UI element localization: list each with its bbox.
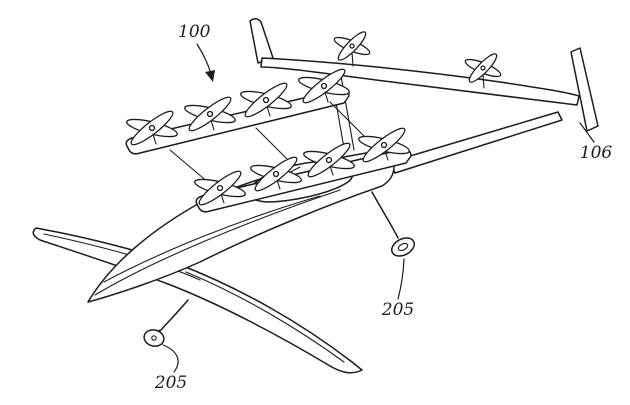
right-fin — [570, 47, 599, 132]
ref-label-100: 100 — [178, 22, 211, 42]
tail-boom — [389, 111, 563, 174]
rotor-masts — [219, 147, 389, 204]
rotor-masts — [151, 88, 329, 145]
left-winglet — [249, 18, 274, 64]
landing-gear — [143, 191, 415, 347]
reference-labels: 100 106 205 205 — [154, 22, 613, 393]
main-wing-rib — [185, 271, 345, 363]
ref-label-106: 106 — [580, 143, 613, 163]
cruise-prop-mast-right — [482, 73, 485, 89]
front-wheel-hub — [151, 335, 157, 341]
rear-wheel — [391, 237, 415, 257]
leader-205-right — [397, 258, 405, 300]
hull-chine-line — [94, 189, 341, 296]
cruise-prop-mast-left — [351, 51, 354, 67]
front-gear-strut — [160, 299, 189, 331]
leader-106 — [579, 122, 595, 143]
ref-label-205-left: 205 — [154, 373, 187, 393]
ref-label-205-right: 205 — [381, 300, 414, 320]
hull-sheer-line — [103, 195, 321, 283]
front-wheel — [143, 329, 165, 347]
rear-wheel-hub — [397, 242, 409, 252]
leader-100-arrowhead — [205, 70, 215, 82]
leader-205-left — [162, 344, 179, 373]
rear-gear-strut — [371, 191, 399, 239]
rear-wing — [249, 18, 599, 174]
leader-100 — [196, 43, 212, 75]
front-rotor-boom — [192, 123, 412, 213]
